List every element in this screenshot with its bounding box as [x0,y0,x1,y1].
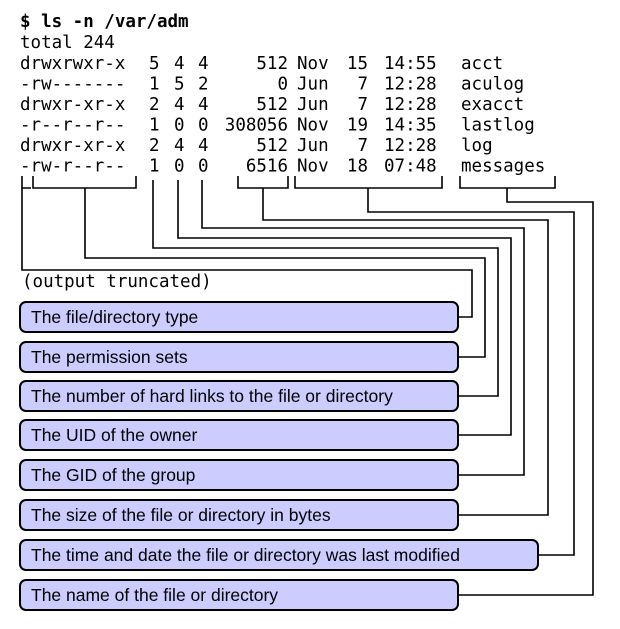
row-day: 7 [357,95,368,115]
label-size: The size of the file or directory in byt… [31,505,331,525]
row-name: acct [461,54,503,74]
permissions-connector [84,188,486,358]
label-box-size [19,499,459,531]
name-connector [458,188,594,596]
name-bracket [459,176,556,189]
size-bracket [237,176,289,189]
row-time: 12:28 [384,136,437,156]
row-links: 1 [149,157,160,177]
label-box-type [19,301,459,333]
command-line: $ ls -n /var/adm [20,12,189,32]
row-links: 1 [149,75,160,95]
row-month: Jun [297,95,329,115]
label-box-links [19,380,459,412]
row-perm: drwxrwxr-x [20,54,125,74]
label-box-uid [19,419,459,451]
row-gid: 0 [198,157,209,177]
row-uid: 0 [174,157,185,177]
row-time: 12:28 [384,75,437,95]
row-time: 12:28 [384,95,437,115]
label-file-type: The file/directory type [31,307,198,327]
label-box-modified [19,539,539,571]
row-uid: 5 [174,75,185,95]
label-name: The name of the file or directory [31,585,278,605]
row-links: 2 [149,95,160,115]
row-links: 1 [149,116,160,136]
row-perm: -rw------- [20,75,125,95]
row-day: 19 [347,116,368,136]
label-uid: The UID of the owner [31,425,197,445]
row-uid: 4 [174,54,185,74]
label-box-gid [19,459,459,491]
row-time: 14:35 [384,116,437,136]
links-connector [152,180,499,397]
row-name: log [461,136,493,156]
row-day: 18 [347,157,368,177]
row-size: 0 [277,75,288,95]
row-month: Jun [297,136,329,156]
row-uid: 4 [174,95,185,115]
date-bracket [294,176,443,189]
row-gid: 0 [198,116,209,136]
type-bracket [21,176,31,189]
connector-lines [21,180,594,596]
row-perm: -rw-r--r-- [20,157,125,177]
row-perm: drwxr-xr-x [20,95,125,115]
size-connector [262,188,549,516]
row-perm: drwxr-xr-x [20,136,125,156]
column-brackets [21,176,556,189]
row-day: 7 [357,136,368,156]
type-connector [21,188,473,318]
label-gid: The GID of the group [31,465,195,485]
row-time: 07:48 [384,157,437,177]
date-connector [367,188,575,556]
row-perm: -r--r--r-- [20,116,125,136]
row-gid: 4 [198,95,209,115]
row-day: 7 [357,75,368,95]
row-gid: 4 [198,136,209,156]
label-box-permissions [19,341,459,373]
total-line: total 244 [20,33,115,53]
row-size: 308056 [225,116,288,136]
label-boxes: The file/directory type The permission s… [19,301,539,611]
permissions-bracket [32,176,137,189]
row-name: exacct [461,95,524,115]
row-month: Nov [297,157,329,177]
row-uid: 0 [174,116,185,136]
row-size: 6516 [246,157,288,177]
truncated-note: (output truncated) [22,272,212,292]
row-size: 512 [256,136,288,156]
row-day: 15 [347,54,368,74]
row-gid: 4 [198,54,209,74]
row-name: lastlog [461,116,535,136]
row-links: 5 [149,54,160,74]
gid-connector [201,180,525,476]
label-permission-sets: The permission sets [31,347,188,367]
row-size: 512 [256,54,288,74]
row-links: 2 [149,136,160,156]
label-modified: The time and date the file or directory … [31,545,460,565]
row-name: aculog [461,75,524,95]
uid-connector [177,180,512,436]
row-name: messages [461,157,545,177]
label-box-name [19,579,459,611]
row-month: Jun [297,75,329,95]
row-month: Nov [297,116,329,136]
row-time: 14:55 [384,54,437,74]
row-uid: 4 [174,136,185,156]
row-gid: 2 [198,75,209,95]
row-month: Nov [297,54,329,74]
label-hard-links: The number of hard links to the file or … [31,386,393,406]
row-size: 512 [256,95,288,115]
